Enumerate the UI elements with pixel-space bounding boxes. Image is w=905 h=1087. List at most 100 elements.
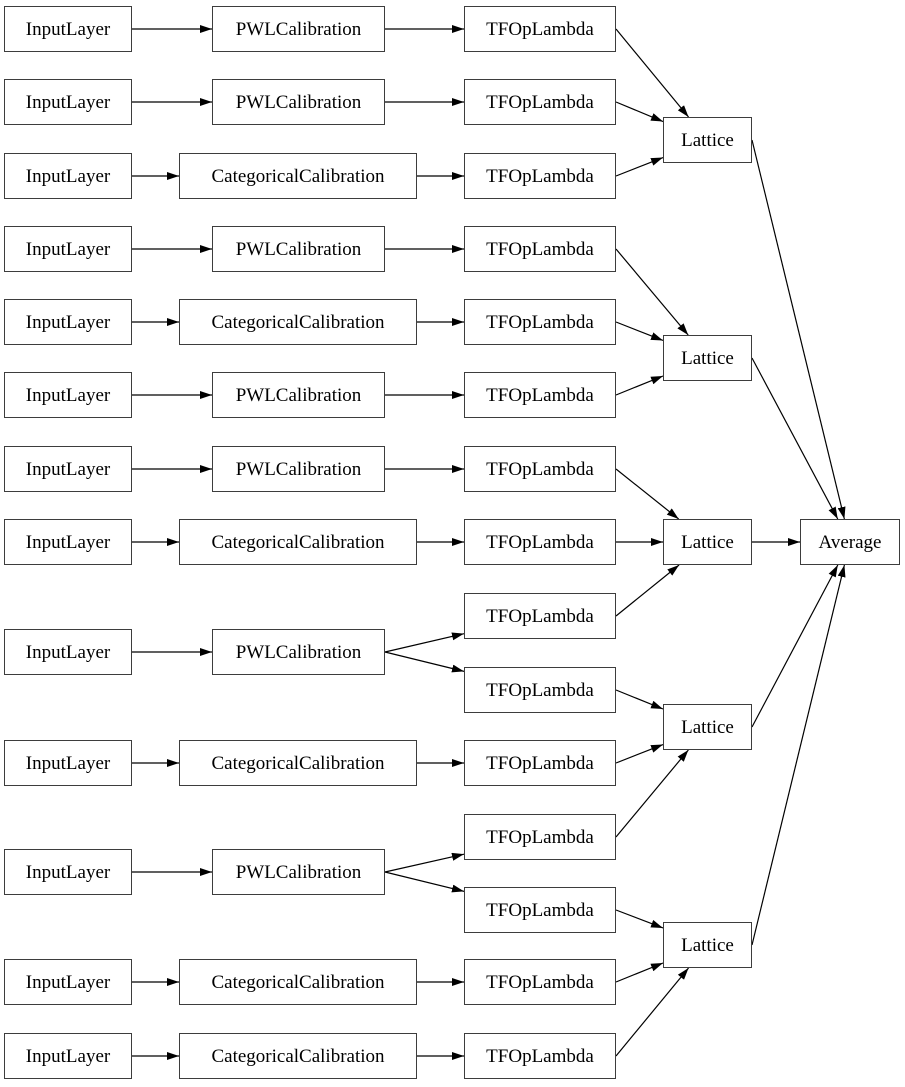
- node-label: InputLayer: [25, 311, 111, 333]
- node-input-layer: InputLayer: [4, 740, 132, 786]
- node-label: TFOpLambda: [486, 165, 594, 187]
- node-label: PWLCalibration: [235, 238, 362, 260]
- node-categorical-calibration: CategoricalCalibration: [179, 153, 417, 199]
- node-input-layer: InputLayer: [4, 1033, 132, 1079]
- edge-arrow: [615, 743, 664, 764]
- node-label: PWLCalibration: [235, 458, 362, 480]
- node-label: TFOpLambda: [486, 605, 594, 627]
- node-label: PWLCalibration: [235, 384, 362, 406]
- node-label: TFOpLambda: [486, 384, 594, 406]
- node-label: Lattice: [681, 129, 734, 151]
- node-pwl-calibration: PWLCalibration: [212, 6, 385, 52]
- node-input-layer: InputLayer: [4, 372, 132, 418]
- node-label: Lattice: [681, 716, 734, 738]
- node-tf-op-lambda: TFOpLambda: [464, 519, 616, 565]
- node-categorical-calibration: CategoricalCalibration: [179, 959, 417, 1005]
- node-tf-op-lambda: TFOpLambda: [464, 667, 616, 713]
- node-lattice: Lattice: [663, 117, 752, 163]
- node-label: InputLayer: [25, 641, 111, 663]
- node-pwl-calibration: PWLCalibration: [212, 226, 385, 272]
- node-pwl-calibration: PWLCalibration: [212, 79, 385, 125]
- node-label: CategoricalCalibration: [211, 752, 385, 774]
- node-pwl-calibration: PWLCalibration: [212, 629, 385, 675]
- node-tf-op-lambda: TFOpLambda: [464, 6, 616, 52]
- edge-arrow: [615, 749, 689, 838]
- node-label: TFOpLambda: [486, 971, 594, 993]
- node-label: InputLayer: [25, 165, 111, 187]
- node-tf-op-lambda: TFOpLambda: [464, 1033, 616, 1079]
- node-label: TFOpLambda: [486, 18, 594, 40]
- node-label: InputLayer: [25, 238, 111, 260]
- node-tf-op-lambda: TFOpLambda: [464, 226, 616, 272]
- node-label: TFOpLambda: [486, 679, 594, 701]
- edge-arrow: [615, 375, 664, 396]
- node-tf-op-lambda: TFOpLambda: [464, 372, 616, 418]
- node-tf-op-lambda: TFOpLambda: [464, 153, 616, 199]
- node-pwl-calibration: PWLCalibration: [212, 372, 385, 418]
- node-label: Lattice: [681, 347, 734, 369]
- node-label: InputLayer: [25, 531, 111, 553]
- node-label: TFOpLambda: [486, 826, 594, 848]
- node-lattice: Lattice: [663, 704, 752, 750]
- node-tf-op-lambda: TFOpLambda: [464, 959, 616, 1005]
- node-label: PWLCalibration: [235, 861, 362, 883]
- node-label: TFOpLambda: [486, 458, 594, 480]
- node-label: CategoricalCalibration: [211, 531, 385, 553]
- node-categorical-calibration: CategoricalCalibration: [179, 519, 417, 565]
- edge-arrow: [615, 101, 664, 123]
- node-label: CategoricalCalibration: [211, 971, 385, 993]
- node-input-layer: InputLayer: [4, 6, 132, 52]
- node-input-layer: InputLayer: [4, 226, 132, 272]
- edge-arrow: [615, 909, 664, 929]
- node-label: TFOpLambda: [486, 752, 594, 774]
- node-label: Lattice: [681, 934, 734, 956]
- node-pwl-calibration: PWLCalibration: [212, 849, 385, 895]
- node-label: Lattice: [681, 531, 734, 553]
- node-label: TFOpLambda: [486, 531, 594, 553]
- node-input-layer: InputLayer: [4, 629, 132, 675]
- node-label: InputLayer: [25, 971, 111, 993]
- node-categorical-calibration: CategoricalCalibration: [179, 740, 417, 786]
- node-label: InputLayer: [25, 18, 111, 40]
- edge-arrow: [615, 248, 689, 336]
- node-lattice: Lattice: [663, 519, 752, 565]
- edge-arrow: [615, 967, 690, 1057]
- node-tf-op-lambda: TFOpLambda: [464, 79, 616, 125]
- edge-arrow: [751, 357, 839, 520]
- edge-arrow: [615, 156, 664, 177]
- node-label: InputLayer: [25, 458, 111, 480]
- edge-arrow: [615, 689, 664, 710]
- edge-arrow: [751, 564, 839, 728]
- node-label: TFOpLambda: [486, 311, 594, 333]
- node-label: InputLayer: [25, 752, 111, 774]
- edge-arrow: [384, 871, 465, 893]
- node-tf-op-lambda: TFOpLambda: [464, 299, 616, 345]
- node-input-layer: InputLayer: [4, 153, 132, 199]
- node-input-layer: InputLayer: [4, 446, 132, 492]
- node-label: CategoricalCalibration: [211, 1045, 385, 1067]
- node-label: InputLayer: [25, 1045, 111, 1067]
- node-label: CategoricalCalibration: [211, 165, 385, 187]
- node-tf-op-lambda: TFOpLambda: [464, 887, 616, 933]
- node-input-layer: InputLayer: [4, 79, 132, 125]
- node-label: InputLayer: [25, 91, 111, 113]
- node-input-layer: InputLayer: [4, 299, 132, 345]
- edge-arrow: [615, 962, 664, 983]
- node-label: InputLayer: [25, 384, 111, 406]
- node-label: PWLCalibration: [235, 91, 362, 113]
- node-label: TFOpLambda: [486, 1045, 594, 1067]
- edge-arrow: [751, 139, 846, 520]
- node-label: PWLCalibration: [235, 641, 362, 663]
- node-label: Average: [818, 531, 882, 553]
- edge-arrow: [615, 468, 680, 520]
- edge-arrow: [384, 651, 465, 673]
- node-categorical-calibration: CategoricalCalibration: [179, 1033, 417, 1079]
- edge-arrow: [615, 28, 690, 118]
- node-input-layer: InputLayer: [4, 519, 132, 565]
- node-tf-op-lambda: TFOpLambda: [464, 446, 616, 492]
- node-average: Average: [800, 519, 900, 565]
- edge-arrow: [615, 564, 680, 617]
- node-label: PWLCalibration: [235, 18, 362, 40]
